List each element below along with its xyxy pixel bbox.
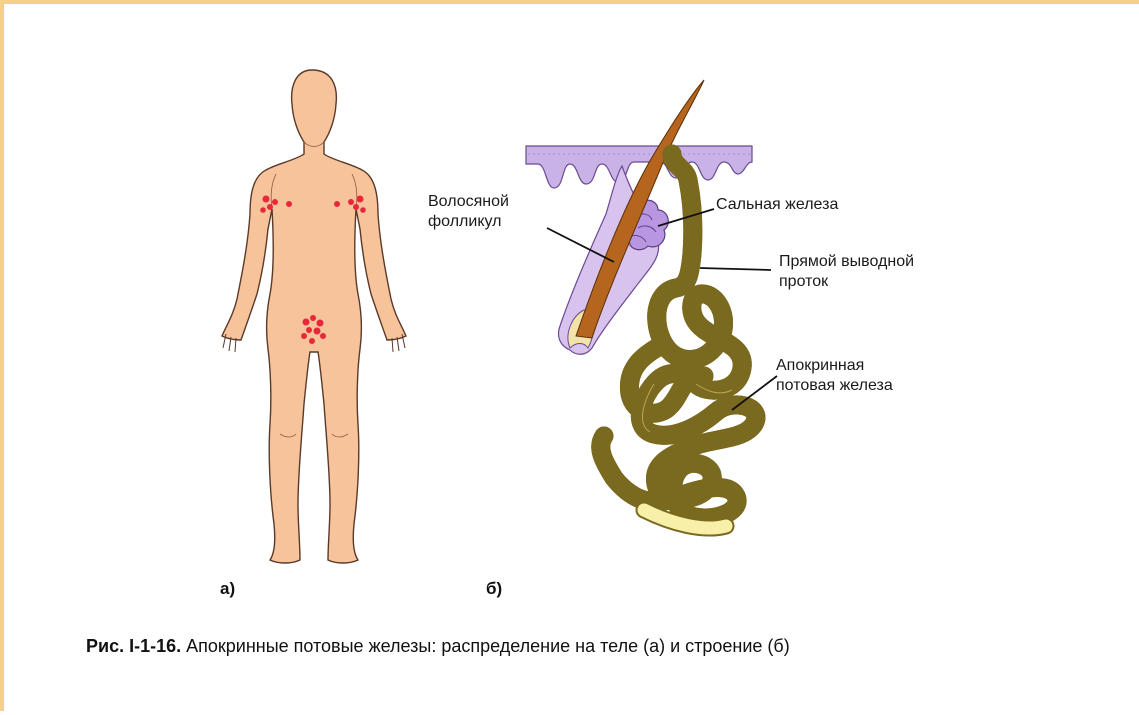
- label-straight-duct: Прямой выводной проток: [779, 252, 914, 292]
- figure-illustration: [4, 4, 1139, 715]
- label-sebaceous-gland: Сальная железа: [716, 195, 838, 215]
- caption-text: Апокринные потовые железы: распределение…: [181, 636, 790, 656]
- label-hair-follicle: Волосяной фолликул: [428, 192, 509, 232]
- panel-label-a: а): [220, 579, 235, 599]
- figure-caption: Рис. I-1-16. Апокринные потовые железы: …: [86, 636, 1086, 657]
- panel-label-b: б): [486, 579, 502, 599]
- label-apocrine-gland: Апокринная потовая железа: [776, 356, 893, 396]
- caption-number: Рис. I-1-16.: [86, 636, 181, 656]
